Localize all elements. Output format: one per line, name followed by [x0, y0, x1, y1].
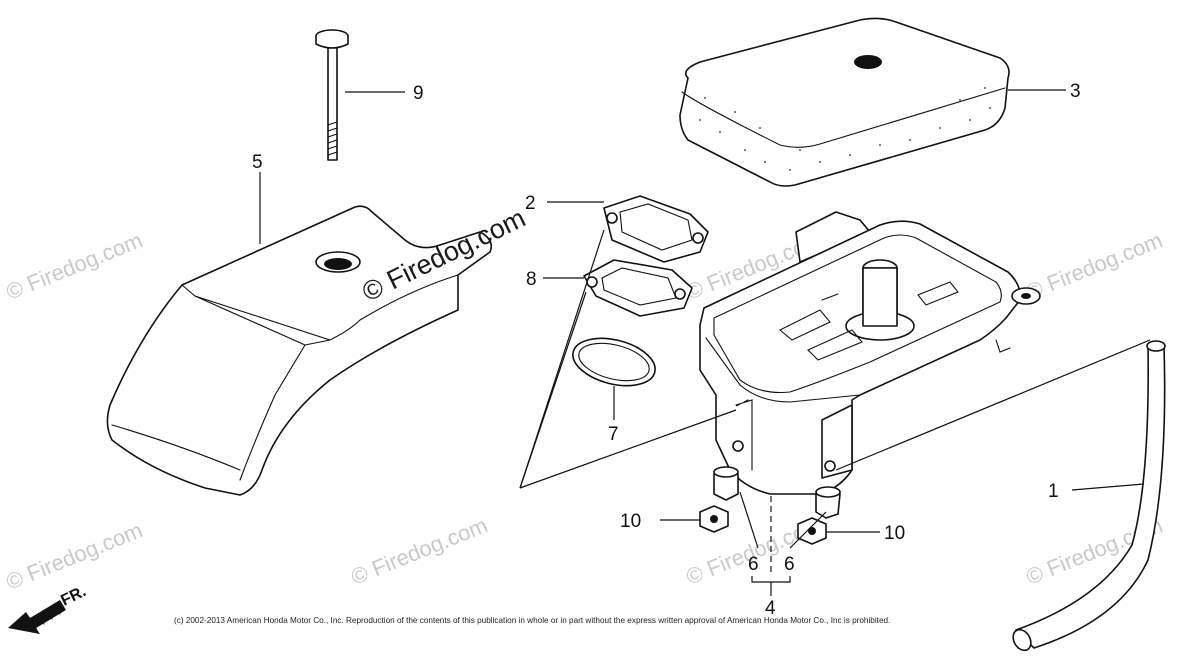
part-2-gasket [603, 195, 709, 263]
watermark: © Firedog.com [3, 227, 146, 304]
part-6-nozzles [713, 466, 841, 519]
part-4-case [699, 211, 1041, 495]
front-label: FR. [58, 583, 89, 610]
callout-3: 3 [1070, 81, 1081, 102]
watermark: © Firedog.com [348, 512, 491, 589]
callout-6-left: 6 [748, 554, 759, 575]
foam-texture [699, 87, 991, 171]
callout-10-right: 10 [884, 523, 905, 544]
watermark: © Firedog.com [3, 517, 146, 594]
callout-2: 2 [525, 193, 536, 214]
part-10-nuts [699, 505, 827, 545]
callout-4: 4 [765, 598, 776, 619]
part-1-tube [1012, 340, 1166, 652]
watermark: © Firedog.com [1023, 227, 1166, 304]
leader-lines [259, 89, 1151, 596]
callout-9: 9 [413, 83, 424, 104]
part-8-gasket [583, 259, 693, 317]
callout-1: 1 [1048, 481, 1059, 502]
copyright-notice: (c) 2002-2013 American Honda Motor Co., … [174, 616, 890, 625]
callout-7: 7 [608, 424, 619, 445]
part-7-oring [572, 337, 656, 387]
part-5-cover [106, 205, 493, 496]
callout-5: 5 [252, 152, 263, 173]
part-3-element [679, 17, 1010, 187]
part-9-bolt [315, 29, 349, 161]
callout-8: 8 [526, 269, 537, 290]
callouts: 1 2 3 4 5 6 6 7 8 9 10 10 [252, 81, 1081, 619]
callout-6-right: 6 [784, 554, 795, 575]
callout-10-left: 10 [620, 511, 641, 532]
arrow-icon [8, 600, 66, 634]
